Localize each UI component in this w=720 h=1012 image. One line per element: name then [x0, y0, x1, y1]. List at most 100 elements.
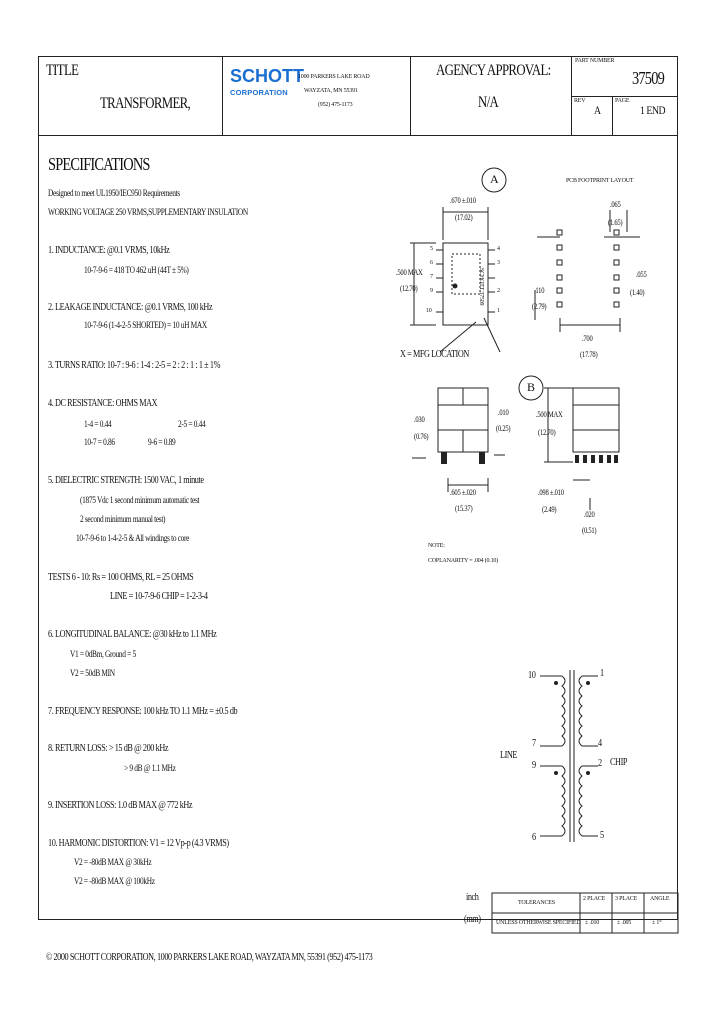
component-body-end-view	[572, 387, 620, 453]
pcb-dim-5-mm: (17.78)	[580, 350, 598, 359]
pcb-footprint-label: PCB FOOTPRINT LAYOUT	[566, 178, 634, 184]
tolerances-sub: UNLESS OTHERWISE SPECIFIED	[496, 920, 581, 926]
schematic-pin-5: 5	[600, 830, 604, 841]
pin-label-1: 1	[497, 308, 500, 314]
side-dim-5: .098 ±.010	[538, 488, 564, 497]
pin-label-7: 7	[430, 274, 433, 280]
company-logo: SCHOTT	[230, 66, 304, 86]
pcb-dim-5: .700	[582, 334, 593, 343]
pin-label-2: 2	[497, 288, 500, 294]
spec-7-title: 7. FREQUENCY RESPONSE: 100 kHz TO 1.1 MH…	[48, 706, 238, 717]
spec-10-line-2: V2 = -80dB MAX @ 100kHz	[74, 876, 155, 886]
spec-6-line-2: V2 = 50dB MIN	[70, 668, 115, 678]
tests-line-2: LINE = 10-7-9-6 CHIP = 1-2-3-4	[110, 591, 208, 602]
pin-label-10: 10	[426, 308, 432, 314]
tests-line-1: TESTS 6 - 10: Rs = 100 OHMS, RL = 25 OHM…	[48, 572, 194, 583]
title-block-divider	[38, 135, 678, 136]
title-block-sep-2	[410, 56, 411, 135]
schematic-pin-6: 6	[532, 832, 536, 843]
spec-intro-2: WORKING VOLTAGE 250 VRMS,SUPPLEMENTARY I…	[48, 207, 248, 217]
side-dim-1-mm: (0.76)	[414, 432, 429, 441]
view-b-label: B	[527, 380, 535, 394]
schematic-pin-10: 10	[528, 670, 536, 681]
side-dim-4-mm: (12.70)	[538, 428, 556, 437]
component-body-top-view	[442, 242, 489, 326]
pin-label-9: 9	[430, 288, 433, 294]
view-a-marker	[481, 167, 507, 193]
units-inch: inch	[466, 892, 479, 903]
copyright-footer: © 2000 SCHOTT CORPORATION, 1000 PARKERS …	[46, 952, 373, 963]
tolerance-angle: ANGLE	[650, 896, 670, 902]
view-a-label: A	[490, 172, 499, 186]
side-dim-1: .030	[414, 415, 425, 424]
title-block-sep-1	[222, 56, 223, 135]
spec-4-a: 1-4 = 0.44	[84, 419, 112, 429]
spec-5-line-2: 2 second minimum manual test)	[80, 514, 166, 524]
spec-2-title: 2. LEAKAGE INDUCTANCE: @0.1 VRMS, 100 kH…	[48, 302, 213, 313]
rev-label: REV	[574, 98, 586, 104]
note-label: NOTE:	[428, 543, 445, 549]
view-b-marker	[518, 375, 544, 401]
transformer-schematic	[540, 670, 598, 842]
schematic-pin-7: 7	[532, 738, 536, 749]
schematic-pin-4: 4	[598, 738, 602, 749]
rev-value: A	[594, 103, 601, 117]
note-coplanarity: COPLANARITY = .004 (0.10)	[428, 558, 498, 564]
spec-6-line-1: V1 = 0dBm, Ground = 5	[70, 649, 136, 659]
page-label: PAGE	[615, 98, 630, 104]
pin-label-4: 4	[497, 246, 500, 252]
pin-label-6: 6	[430, 260, 433, 266]
company-logo-sub: CORPORATION	[230, 88, 288, 97]
side-dim-6: .020	[584, 510, 595, 519]
spec-4-b: 2-5 = 0.44	[178, 419, 206, 429]
part-number-label: PART NUMBER	[575, 58, 615, 64]
company-address-3: (952) 475-1173	[318, 102, 353, 108]
tolerance-3-place-value: ± .005	[617, 920, 632, 926]
pcb-dim-3-mm: (2.79)	[532, 302, 547, 311]
pin-label-3: 3	[497, 260, 500, 266]
pin-label-5: 5	[430, 246, 433, 252]
dim-a-side: .500 MAX	[396, 268, 423, 277]
pcb-dim-2: .055	[636, 270, 647, 279]
schematic-line-label: LINE	[500, 750, 518, 761]
schematic-pin-1: 1	[600, 668, 604, 679]
pcb-dim-3: .110	[534, 286, 545, 295]
agency-label: AGENCY APPROVAL:	[436, 62, 551, 79]
pcb-dim-2-mm: (1.40)	[630, 288, 645, 297]
title-block-sep-3	[571, 56, 572, 135]
specifications-heading: SPECIFICATIONS	[48, 154, 150, 174]
tolerance-angle-value: ± 1°	[652, 920, 662, 926]
dim-a-top-mm: (17.02)	[455, 213, 473, 222]
pcb-dim-1: .065	[610, 200, 621, 209]
tolerance-3-place: 3 PLACE	[615, 896, 638, 902]
title-value: TRANSFORMER,	[100, 95, 191, 112]
page-value: 1 END	[640, 103, 666, 117]
part-number-value: 37509	[632, 68, 665, 88]
side-dim-4: .500 MAX	[536, 410, 563, 419]
schematic-pin-9: 9	[532, 760, 536, 771]
spec-1-line: 10-7-9-6 = 418 TO 462 uH (44T ± 5%)	[84, 265, 189, 275]
spec-8-line-1: > 9 dB @ 1.1 MHz	[124, 763, 176, 773]
spec-10-title: 10. HARMONIC DISTORTION: V1 = 12 Vp-p (4…	[48, 838, 229, 849]
side-dim-3-mm: (15.37)	[455, 504, 473, 513]
spec-1-title: 1. INDUCTANCE: @0.1 VRMS, 10kHz	[48, 245, 170, 256]
chip-marking: SCHOTT 37509	[478, 268, 484, 306]
rev-page-sep	[612, 96, 613, 135]
side-dim-6-mm: (0.51)	[582, 526, 597, 535]
spec-9-title: 9. INSERTION LOSS: 1.0 dB MAX @ 772 kHz	[48, 800, 193, 811]
title-label: TITLE	[46, 62, 79, 79]
tolerance-table	[491, 892, 679, 934]
units-mm: (mm)	[464, 914, 481, 925]
side-dim-2-mm: (0.25)	[496, 424, 511, 433]
tolerances-header: TOLERANCES	[518, 900, 555, 906]
dim-a-side-mm: (12.70)	[400, 284, 418, 293]
dim-a-top: .670 ±.010	[450, 196, 476, 205]
spec-10-line-1: V2 = -80dB MAX @ 30kHz	[74, 857, 152, 867]
schematic-chip-label: CHIP	[610, 757, 628, 768]
spec-4-title: 4. DC RESISTANCE: OHMS MAX	[48, 398, 158, 409]
spec-4-c: 10-7 = 0.86	[84, 437, 115, 447]
agency-value: N/A	[478, 94, 499, 111]
spec-6-title: 6. LONGITUDINAL BALANCE: @30 kHz to 1.1 …	[48, 629, 217, 640]
drawing-sheet	[38, 56, 678, 920]
